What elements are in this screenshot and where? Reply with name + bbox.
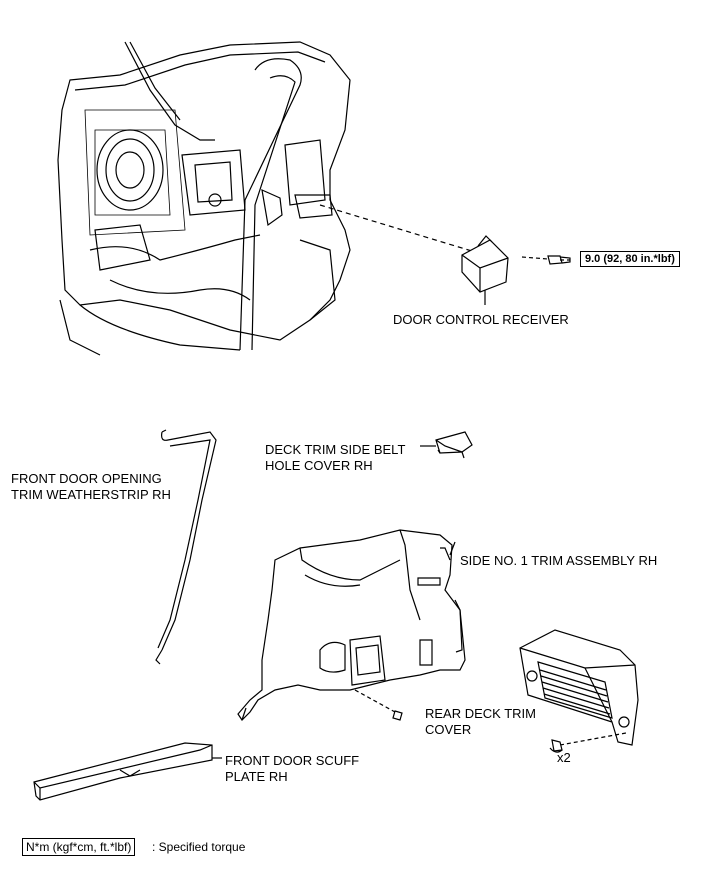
label-side-no1-trim-assembly: SIDE NO. 1 TRIM ASSEMBLY RH xyxy=(460,553,658,568)
bolt-part xyxy=(521,255,571,265)
label-door-control-receiver: DOOR CONTROL RECEIVER xyxy=(393,312,569,327)
speaker-outline xyxy=(96,129,164,211)
door-control-receiver-part xyxy=(461,235,509,305)
label-clip-count: x2 xyxy=(557,750,571,765)
label-front-door-opening-trim-weatherstrip: FRONT DOOR OPENING TRIM WEATHERSTRIP RH xyxy=(11,471,171,502)
connection-line xyxy=(319,204,486,256)
label-front-door-scuff-plate: FRONT DOOR SCUFF PLATE RH xyxy=(225,753,360,784)
rear-deck-trim-cover-part xyxy=(519,629,639,753)
belt-hole-cover-part xyxy=(420,431,473,459)
seat-belt xyxy=(239,58,302,351)
side-trim-clip xyxy=(354,689,403,721)
legend-description: : Specified torque xyxy=(152,840,246,854)
legend-unit-box: N*m (kgf*cm, ft.*lbf) xyxy=(22,838,136,856)
scuff-plate-part xyxy=(33,742,222,801)
side-trim-leader-line xyxy=(449,541,456,556)
label-deck-trim-side-belt-hole-cover: DECK TRIM SIDE BELT HOLE COVER RH xyxy=(265,442,406,473)
weatherstrip-part xyxy=(155,429,217,665)
torque-callout: 9.0 (92, 80 in.*lbf) xyxy=(580,251,680,267)
side-trim-assembly-part xyxy=(237,529,466,721)
label-rear-deck-trim-cover: REAR DECK TRIM COVER xyxy=(425,706,536,737)
vehicle-interior-illustration xyxy=(57,41,486,356)
